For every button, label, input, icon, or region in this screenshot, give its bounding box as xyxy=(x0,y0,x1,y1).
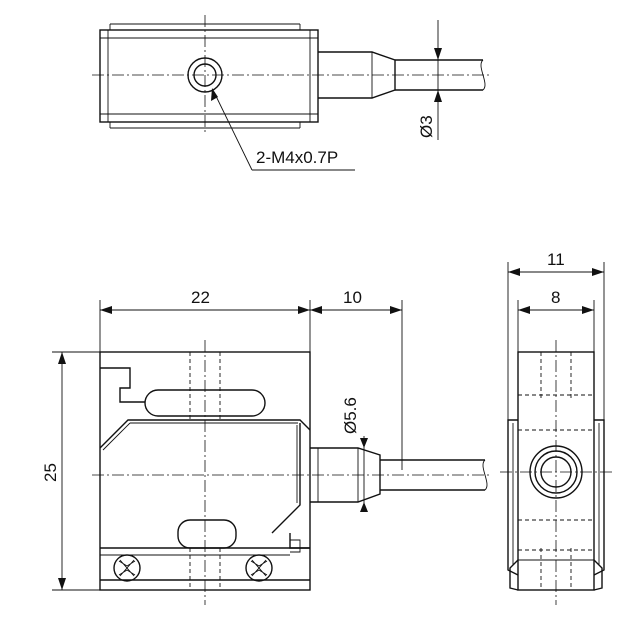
front-view: Ø5.6 22 10 25 xyxy=(41,288,490,605)
length-10-label: 10 xyxy=(343,288,362,307)
cable-diameter-label: Ø3 xyxy=(417,115,436,138)
thread-callout: 2-M4x0.7P xyxy=(256,148,338,167)
side-11-label: 11 xyxy=(547,250,565,269)
side-view: 11 8 xyxy=(500,250,612,605)
width-22-label: 22 xyxy=(191,288,210,307)
lower-slot xyxy=(177,519,237,549)
side-8-label: 8 xyxy=(551,288,560,307)
relief-diameter-label: Ø5.6 xyxy=(341,397,360,434)
screw-left xyxy=(113,554,141,582)
height-25-label: 25 xyxy=(41,463,60,482)
top-view: Ø3 2-M4x0.7P xyxy=(92,15,490,171)
screw-right xyxy=(245,554,273,582)
